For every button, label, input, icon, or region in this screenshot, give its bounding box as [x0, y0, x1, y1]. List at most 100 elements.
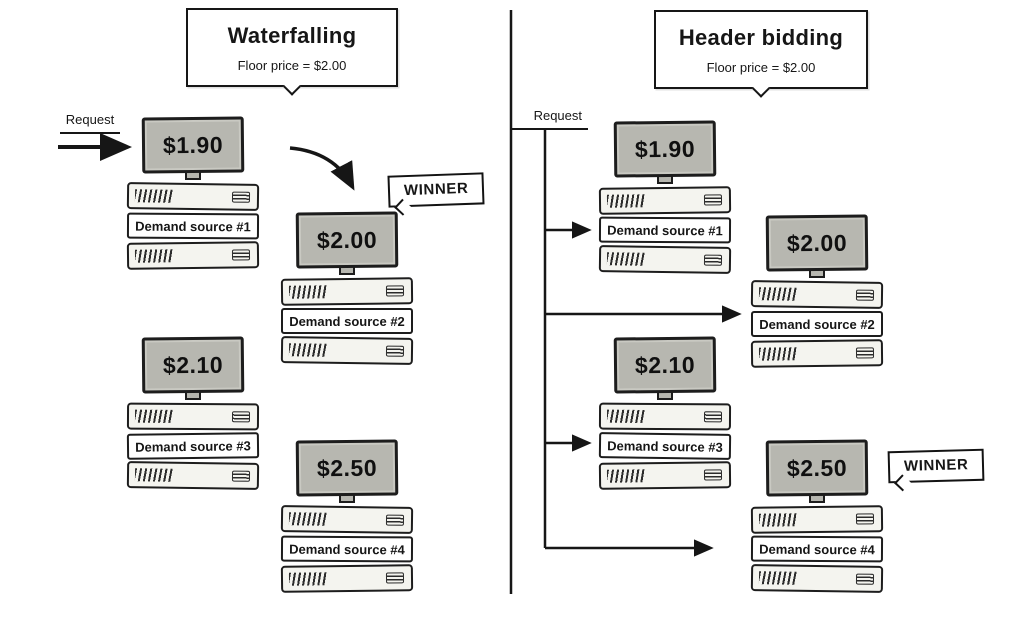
- server-grill-icon: [703, 411, 723, 423]
- demand-source-stack-2: $2.00 Demand source #2: [750, 214, 884, 368]
- server-vent-icon: [134, 468, 174, 482]
- header-bidding-title-box: Header bidding Floor price = $2.00: [654, 10, 868, 98]
- server-vent-icon: [288, 572, 328, 586]
- callout-tail-icon: [282, 77, 302, 96]
- bid-price: $1.90: [634, 135, 696, 162]
- monitor-stand-icon: [657, 392, 673, 400]
- bid-price-monitor: $2.10: [141, 336, 245, 394]
- bid-price-monitor: $2.50: [295, 439, 399, 497]
- demand-source-label: Demand source #2: [751, 311, 883, 337]
- server-grill-icon: [385, 285, 405, 297]
- demand-source-stack-4: $2.50 Demand source #4: [280, 439, 414, 593]
- monitor-stand-icon: [809, 270, 825, 278]
- server-grill-icon: [231, 470, 251, 482]
- server-unit-icon: [126, 182, 260, 211]
- server-grill-icon: [703, 469, 723, 481]
- bid-price: $1.90: [162, 131, 224, 158]
- demand-source-stack-1: $1.90 Demand source #1: [126, 116, 260, 270]
- server-unit-icon: [280, 336, 414, 365]
- winner-badge: WINNER: [887, 448, 985, 492]
- server-unit-icon: [750, 280, 884, 309]
- server-grill-icon: [231, 191, 251, 203]
- server-unit-icon: [750, 505, 884, 534]
- bid-price-monitor: $2.00: [765, 214, 869, 272]
- server-unit-icon: [750, 339, 884, 368]
- demand-source-label: Demand source #4: [750, 535, 884, 563]
- server-vent-icon: [134, 189, 174, 203]
- bid-price: $2.50: [316, 454, 378, 481]
- bid-price-monitor: $1.90: [613, 120, 717, 178]
- demand-source-stack-3: $2.10 Demand source #3: [598, 336, 732, 490]
- floor-price-label: Floor price = $2.00: [237, 58, 347, 73]
- waterfall-pass-arrow: [289, 146, 355, 191]
- demand-source-label: Demand source #2: [281, 308, 413, 334]
- server-vent-icon: [288, 285, 328, 299]
- server-grill-icon: [231, 411, 251, 423]
- winner-badge: WINNER: [387, 172, 485, 216]
- winner-label: WINNER: [403, 179, 469, 200]
- server-grill-icon: [703, 194, 723, 206]
- demand-source-label: Demand source #1: [598, 216, 732, 244]
- bid-price: $2.50: [786, 454, 848, 481]
- demand-source-stack-3: $2.10 Demand source #3: [126, 336, 260, 490]
- request-label: Request: [60, 112, 120, 134]
- winner-badge-tail-icon: [893, 474, 911, 492]
- server-vent-icon: [758, 513, 798, 527]
- winner-label: WINNER: [903, 456, 969, 475]
- server-vent-icon: [758, 287, 798, 301]
- bid-price-monitor: $1.90: [141, 116, 245, 174]
- server-unit-icon: [280, 277, 414, 306]
- server-unit-icon: [598, 245, 732, 274]
- server-vent-icon: [288, 343, 328, 357]
- server-vent-icon: [134, 409, 174, 423]
- server-unit-icon: [280, 564, 414, 593]
- server-unit-icon: [598, 461, 732, 490]
- server-unit-icon: [750, 564, 884, 593]
- panel-title: Header bidding: [678, 25, 844, 50]
- request-label: Request: [512, 108, 588, 130]
- demand-source-stack-2: $2.00 Demand source #2: [280, 211, 414, 365]
- server-unit-icon: [126, 241, 260, 270]
- demand-source-stack-4: $2.50 Demand source #4: [750, 439, 884, 593]
- server-vent-icon: [606, 409, 646, 423]
- bid-price-monitor: $2.00: [295, 211, 399, 269]
- server-unit-icon: [598, 402, 732, 431]
- monitor-stand-icon: [185, 172, 201, 180]
- monitor-stand-icon: [339, 267, 355, 275]
- server-grill-icon: [855, 289, 875, 301]
- monitor-stand-icon: [185, 392, 201, 400]
- server-vent-icon: [758, 347, 798, 361]
- demand-source-label: Demand source #3: [126, 432, 260, 460]
- callout-tail-icon: [751, 79, 771, 98]
- server-vent-icon: [134, 249, 174, 263]
- floor-price-label: Floor price = $2.00: [706, 60, 816, 75]
- server-grill-icon: [231, 249, 251, 261]
- demand-source-label: Demand source #4: [280, 535, 414, 563]
- bid-price: $2.10: [162, 351, 224, 378]
- bid-price-monitor: $2.10: [613, 336, 717, 394]
- server-vent-icon: [758, 571, 798, 585]
- server-unit-icon: [126, 402, 260, 431]
- monitor-stand-icon: [657, 176, 673, 184]
- server-grill-icon: [385, 572, 405, 584]
- server-vent-icon: [606, 194, 646, 208]
- bid-price: $2.00: [786, 229, 848, 256]
- demand-source-label: Demand source #1: [126, 212, 260, 240]
- bid-price-monitor: $2.50: [765, 439, 869, 497]
- panel-title: Waterfalling: [227, 23, 357, 48]
- server-vent-icon: [288, 512, 328, 526]
- monitor-stand-icon: [339, 495, 355, 503]
- monitor-stand-icon: [809, 495, 825, 503]
- server-grill-icon: [385, 514, 405, 526]
- server-vent-icon: [606, 252, 646, 266]
- demand-source-label: Demand source #3: [598, 432, 732, 460]
- server-unit-icon: [280, 505, 414, 534]
- server-vent-icon: [606, 469, 646, 483]
- bid-price: $2.10: [634, 351, 696, 378]
- waterfalling-title-box: Waterfalling Floor price = $2.00: [186, 8, 398, 96]
- server-unit-icon: [126, 461, 260, 490]
- server-grill-icon: [385, 345, 405, 357]
- server-unit-icon: [598, 186, 732, 215]
- server-grill-icon: [703, 254, 723, 266]
- bid-price: $2.00: [316, 226, 378, 253]
